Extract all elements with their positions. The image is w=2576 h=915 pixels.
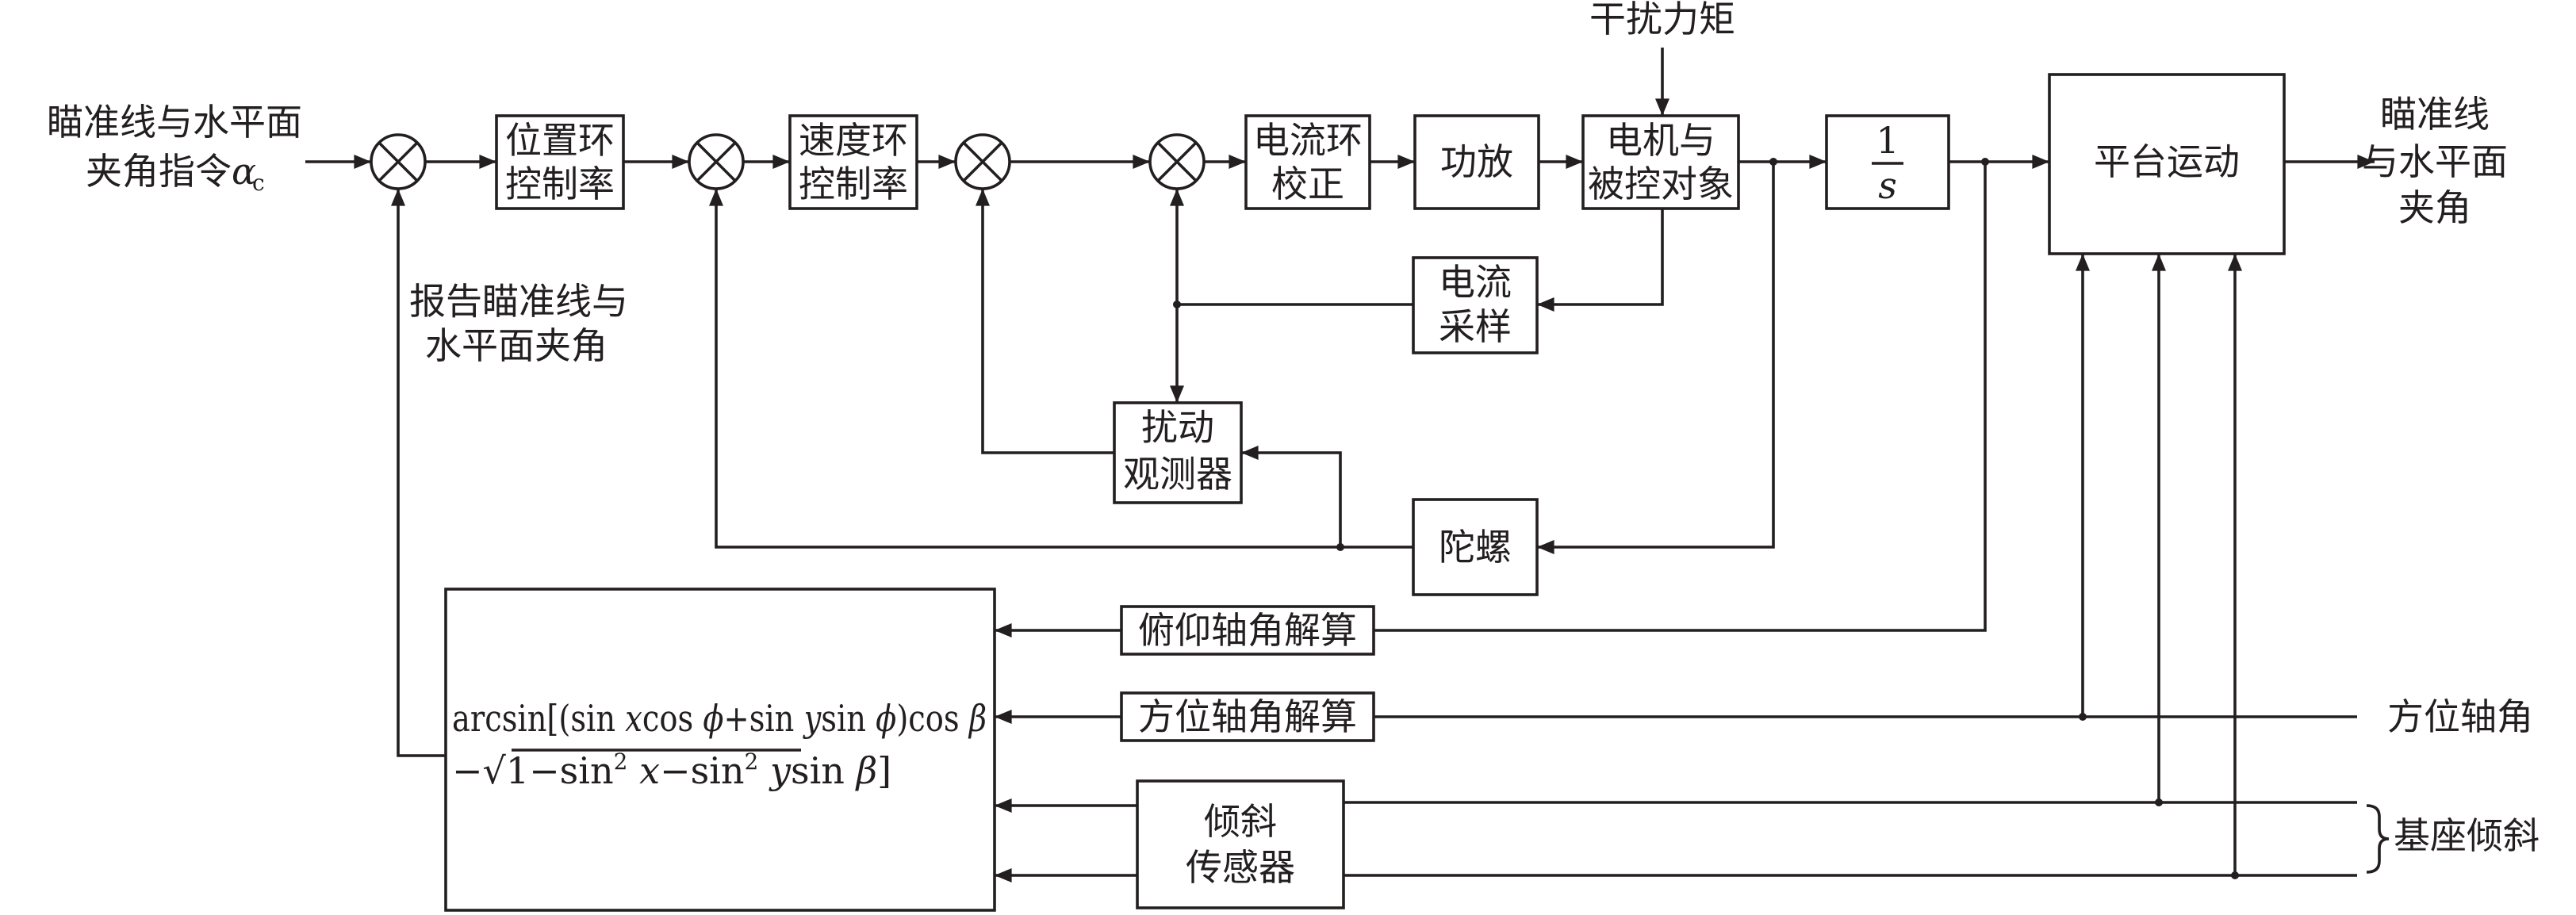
junction-dots [1173,158,2239,879]
block-disturbance-observer: 扰动 观测器 [1113,401,1243,504]
junction-dot [1981,158,1989,166]
sum-current [1148,133,1206,190]
block-pitch-solver-label: 俯仰轴角解算 [1138,609,1357,652]
formula-line1: arcsin[(sin xcos ϕ+sin ysin ϕ)cos β [452,697,987,740]
block-current-sampling-line2: 采样 [1439,305,1512,348]
block-azimuth-solver-label: 方位轴角解算 [1138,695,1357,738]
sum-speed [688,133,745,190]
wire-formula-sum1 [391,189,446,757]
wire-gyro-observer [1241,446,1342,547]
output-label-line3: 夹角 [2398,186,2471,229]
input-alpha-subscript: c [252,170,265,196]
junction-dot [1173,301,1181,308]
azimuth-angle-label: 方位轴角 [2387,695,2533,738]
input-label-line2: 夹角指令 [86,150,232,193]
formula-line2: −√1−sin2 x−sin2 ysin β] [452,748,891,792]
block-speed-controller: 速度环 控制率 [788,114,918,210]
output-label-line2: 与水平面 [2362,140,2508,183]
block-disturbance-observer-line2: 观测器 [1123,453,1232,496]
block-current-correction-line2: 校正 [1271,163,1344,205]
block-pitch-solver: 俯仰轴角解算 [1120,605,1375,656]
junction-dot [2155,798,2163,806]
wire-pitch-tap [1374,162,1987,632]
input-label: 瞄准线与水平面 夹角指令 α c [47,101,302,196]
block-tilt-sensor-line2: 传感器 [1186,846,1295,889]
output-label: 瞄准线 与水平面 夹角 [2362,93,2508,229]
block-platform-motion: 平台运动 [2048,73,2286,255]
junction-dot [2079,713,2087,721]
block-current-correction: 电流环 校正 [1244,114,1371,210]
block-current-sampling: 电流 采样 [1412,256,1539,354]
base-tilt-label: 基座倾斜 [2394,814,2540,857]
block-motor-plant-line2: 被控对象 [1588,163,1734,205]
block-speed-controller-line2: 控制率 [799,163,908,205]
integrator-numerator: 1 [1876,119,1899,162]
wire-observer-sum3 [976,189,1114,454]
signal-lines [305,48,2390,882]
output-label-line1: 瞄准线 [2380,93,2490,136]
block-angle-formula: arcsin[(sin xcos ϕ+sin ysin ϕ)cos β −√1−… [444,588,996,912]
wire-gyro-sum2 [709,189,1413,549]
block-power-amplifier: 功放 [1413,114,1540,210]
block-tilt-sensor-line1: 倾斜 [1204,800,1277,843]
input-label-line1: 瞄准线与水平面 [47,101,302,144]
integrator-denominator: s [1878,164,1897,207]
block-motor-plant-line1: 电机与 [1606,119,1715,162]
block-integrator: 1 s [1825,114,1950,210]
report-feedback-label: 报告瞄准线与 水平面夹角 [409,280,628,367]
wire-motor-sampling [1537,209,1664,312]
input-alpha-symbol: α [232,150,256,193]
block-azimuth-solver: 方位轴角解算 [1120,691,1375,742]
junction-dot [1336,543,1344,551]
junction-dot [1769,158,1777,166]
block-gyroscope-label: 陀螺 [1439,526,1512,569]
sum-position [370,133,427,190]
wire-motor-gyro [1537,162,1775,554]
block-gyroscope: 陀螺 [1412,498,1539,596]
block-position-controller-line2: 控制率 [505,163,615,205]
block-speed-controller-line1: 速度环 [799,119,908,162]
block-current-sampling-line1: 电流 [1439,261,1512,304]
block-tilt-sensor: 倾斜 传感器 [1136,779,1345,909]
block-position-controller-line1: 位置环 [505,119,615,162]
sum-disturbance [954,133,1011,190]
block-current-correction-line1: 电流环 [1253,119,1363,162]
block-position-controller: 位置环 控制率 [495,114,625,210]
report-feedback-line1: 报告瞄准线与 [409,280,628,323]
junction-dot [2231,871,2239,879]
disturbance-torque-label: 干扰力矩 [1589,0,1735,40]
block-disturbance-observer-line1: 扰动 [1141,406,1214,449]
base-tilt-brace [2366,804,2390,874]
report-feedback-line2: 水平面夹角 [425,324,608,367]
block-platform-motion-label: 平台运动 [2094,140,2240,183]
block-motor-plant: 电机与 被控对象 [1581,114,1740,210]
block-power-amplifier-label: 功放 [1440,140,1513,183]
